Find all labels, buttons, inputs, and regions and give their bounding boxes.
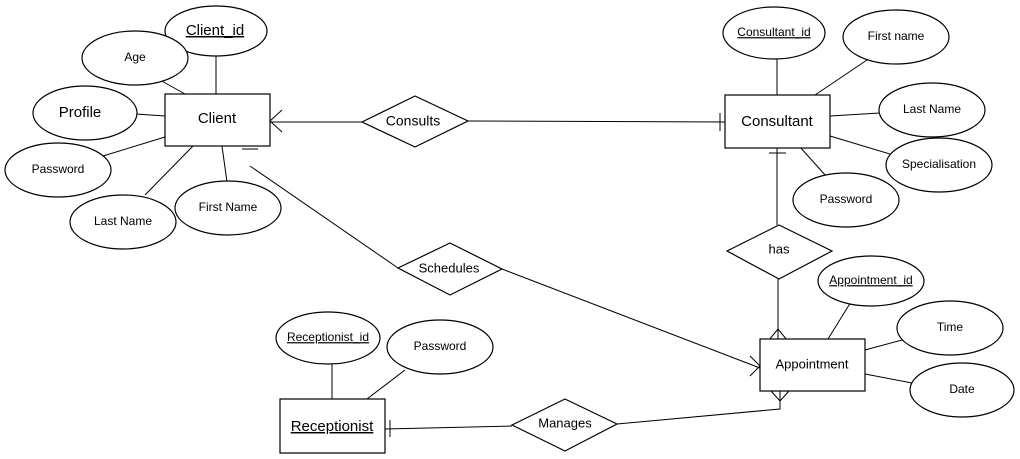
entity-receptionist[interactable]: Receptionist	[279, 398, 386, 454]
edge-consults-consultant	[467, 120, 726, 123]
attr-consultant-lastname[interactable]: Last Name	[878, 82, 986, 138]
attr-receptionist-id[interactable]: Receptionist_id	[275, 311, 381, 365]
attr-consultant-firstname-label: First name	[868, 29, 925, 43]
attr-consultant-specialisation[interactable]: Specialisation	[885, 137, 993, 193]
attr-client-password[interactable]: Password	[4, 142, 112, 198]
attr-client-age-label: Age	[124, 50, 146, 64]
relationship-has-label: has	[769, 241, 790, 256]
crowfoot-appointment-has	[768, 328, 788, 341]
attr-client-firstname-label: First Name	[199, 200, 258, 214]
attr-receptionist-password-label: Password	[414, 339, 467, 353]
relationship-consults[interactable]: Consults	[360, 95, 470, 148]
edge-client-schedules	[249, 165, 399, 269]
edge-consultant-specialisation	[829, 135, 891, 155]
attr-client-age[interactable]: Age	[81, 30, 189, 86]
relationship-consults-label: Consults	[386, 113, 440, 129]
attr-client-firstname[interactable]: First Name	[174, 180, 282, 236]
attr-client-password-label: Password	[32, 162, 85, 176]
relationship-schedules-label: Schedules	[419, 260, 480, 275]
edge-client-age	[159, 79, 186, 95]
entity-consultant-label: Consultant	[741, 113, 814, 130]
attr-consultant-firstname[interactable]: First name	[842, 9, 950, 65]
attr-consultant-password-label: Password	[820, 192, 873, 206]
attr-appointment-time-label: Time	[937, 320, 964, 334]
entity-appointment-label: Appointment	[776, 356, 849, 371]
attr-appointment-date[interactable]: Date	[909, 362, 1015, 418]
attr-consultant-specialisation-label: Specialisation	[902, 157, 976, 171]
attr-appointment-time[interactable]: Time	[896, 300, 1004, 356]
entity-consultant[interactable]: Consultant	[724, 94, 831, 149]
attr-consultant-id-label: Consultant_id	[737, 25, 810, 39]
relationship-has[interactable]: has	[725, 224, 834, 280]
attr-client-lastname-label: Last Name	[94, 214, 152, 228]
attr-receptionist-id-label: Receptionist_id	[287, 330, 369, 344]
attr-consultant-id[interactable]: Consultant_id	[722, 6, 826, 60]
edge-client-profile	[135, 113, 166, 117]
edge-client-firstname	[221, 145, 228, 183]
edge-manages-appointment	[616, 391, 781, 425]
attr-client-id-label: Client_id	[186, 22, 244, 39]
edge-appointment-date	[864, 373, 913, 384]
edge-receptionist-password	[366, 369, 406, 400]
attr-client-id[interactable]: Client_id	[164, 5, 268, 57]
attr-receptionist-password[interactable]: Password	[386, 319, 494, 375]
entity-receptionist-label: Receptionist	[291, 418, 374, 435]
attr-consultant-password[interactable]: Password	[792, 172, 900, 228]
entity-appointment[interactable]: Appointment	[759, 338, 866, 392]
attr-appointment-date-label: Date	[949, 382, 975, 396]
entity-client-label: Client	[198, 110, 237, 127]
relationship-schedules[interactable]: Schedules	[396, 242, 504, 296]
entity-client[interactable]: Client	[164, 93, 271, 147]
edge-consultant-password	[799, 146, 827, 177]
edge-client-lastname	[144, 145, 194, 196]
edge-schedules-appointment	[501, 268, 761, 369]
attr-client-profile-label: Profile	[59, 104, 102, 121]
relationship-manages-label: Manages	[538, 415, 592, 430]
attr-consultant-lastname-label: Last Name	[903, 102, 961, 116]
attr-appointment-id-label: Appointment_id	[829, 273, 912, 287]
edge-consultant-firstname	[814, 59, 868, 96]
attr-client-profile[interactable]: Profile	[32, 85, 138, 141]
edge-consultant-lastname	[829, 112, 881, 117]
crowfoot-appointment-manages	[770, 390, 790, 402]
attr-client-lastname[interactable]: Last Name	[69, 194, 177, 250]
attr-appointment-id[interactable]: Appointment_id	[817, 255, 925, 307]
crowfoot-client-consults	[269, 109, 283, 133]
edge-receptionist-manages	[384, 425, 513, 430]
relationship-manages[interactable]: Manages	[510, 398, 619, 452]
edge-client-password	[102, 136, 166, 157]
edge-appointment-time	[864, 339, 903, 351]
